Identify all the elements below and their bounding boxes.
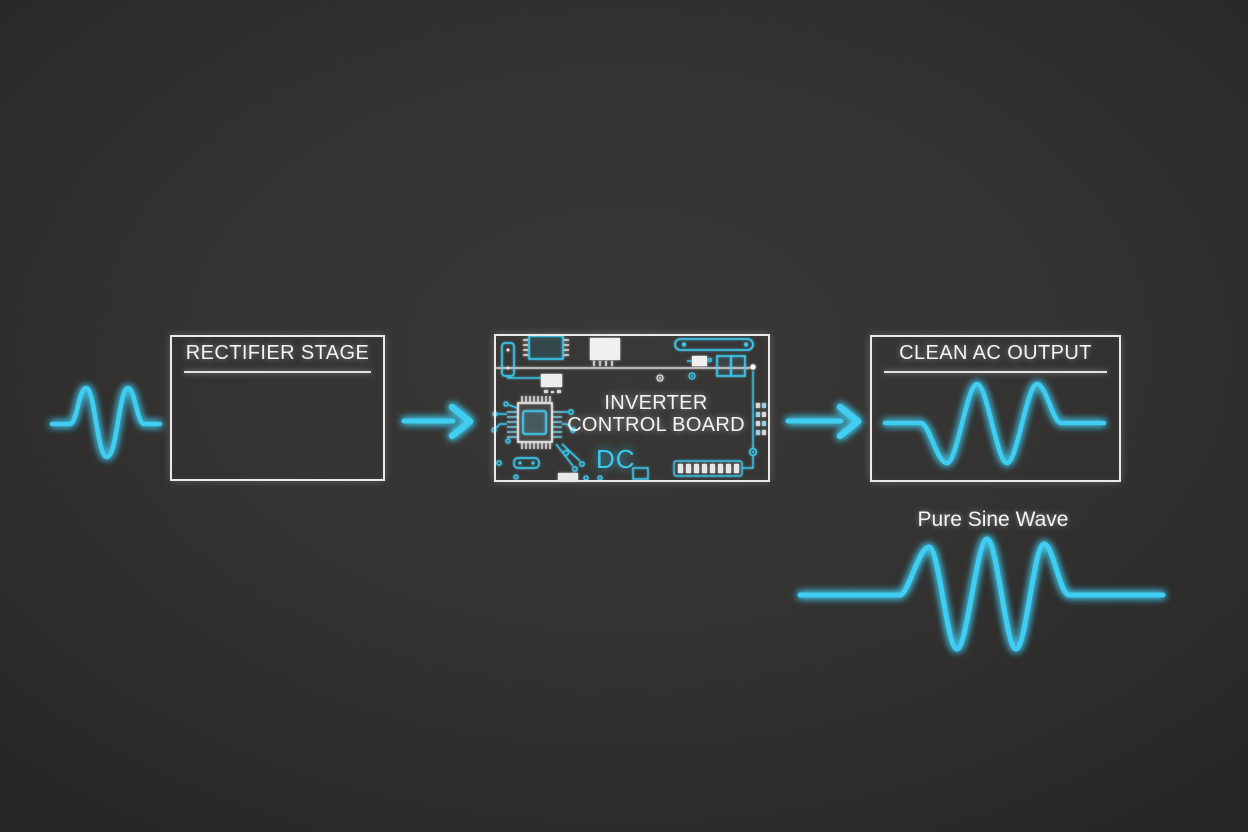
pure-sine-waveform bbox=[785, 536, 1187, 652]
clean-ac-waveform bbox=[882, 381, 1107, 466]
board-title-line-2: CONTROL BOARD bbox=[567, 414, 745, 436]
board-small-chip bbox=[541, 374, 562, 393]
board-mcu bbox=[491, 396, 585, 472]
flow-arrow-right-icon-1 bbox=[401, 403, 474, 440]
dc-label: DC bbox=[596, 444, 636, 474]
board-top-ic bbox=[523, 335, 569, 360]
board-pill-component bbox=[513, 457, 540, 469]
output-title-underline bbox=[884, 371, 1107, 373]
clean-ac-output-title: CLEAN AC OUTPUT bbox=[899, 342, 1092, 364]
rectifier-title-underline bbox=[184, 371, 371, 373]
ac-input-waveform bbox=[49, 385, 163, 460]
board-connector bbox=[673, 456, 754, 477]
board-glare-line bbox=[496, 364, 756, 370]
board-capsule-component bbox=[674, 338, 754, 351]
rectifier-stage-box: RECTIFIER STAGE bbox=[170, 335, 385, 481]
board-circled-vias bbox=[656, 372, 696, 382]
inverter-control-board-box bbox=[494, 334, 770, 482]
board-title-line-1: INVERTER bbox=[604, 392, 708, 414]
board-resistor bbox=[687, 356, 713, 366]
board-twin-squares bbox=[716, 355, 746, 377]
rectifier-stage-title: RECTIFIER STAGE bbox=[185, 342, 370, 364]
board-right-pads bbox=[748, 371, 766, 457]
inverter-board-title: INVERTER CONTROL BOARD bbox=[560, 392, 752, 436]
pure-sine-wave-label: Pure Sine Wave bbox=[917, 508, 1069, 531]
circuit-board-art bbox=[491, 335, 766, 481]
board-left-component bbox=[501, 342, 541, 379]
clean-ac-output-box: CLEAN AC OUTPUT bbox=[870, 335, 1121, 482]
flow-arrow-right-icon-2 bbox=[785, 403, 862, 440]
board-white-chip bbox=[590, 338, 620, 366]
